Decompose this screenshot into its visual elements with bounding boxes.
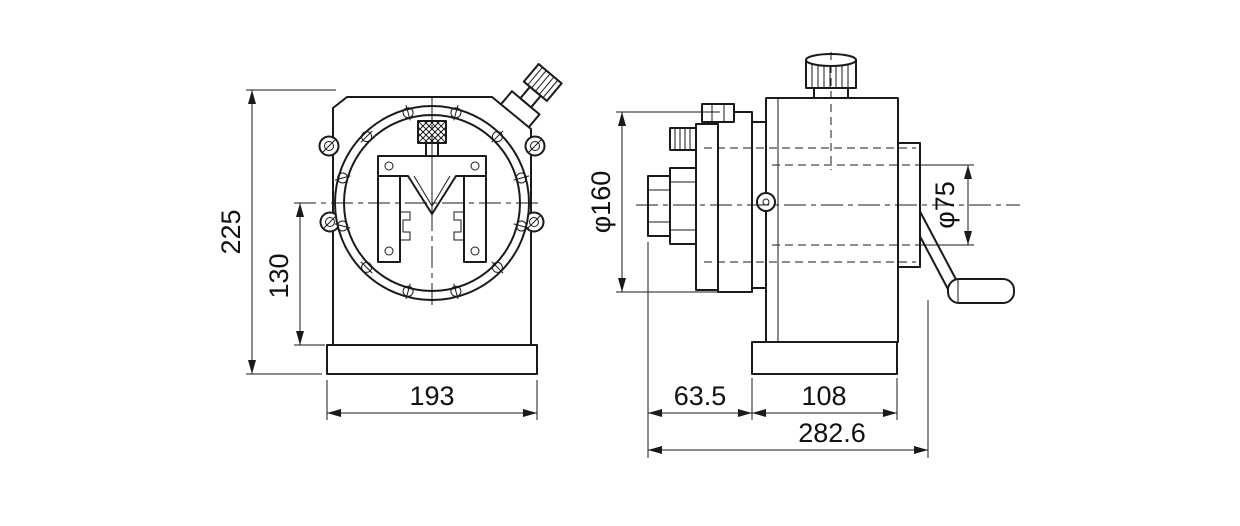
dim-faceplate-diameter: φ160 [586,111,720,293]
front-view: 225 130 193 [216,63,563,420]
screw-hole [491,130,504,143]
screw-hole [334,220,351,232]
screw-hole [360,261,373,274]
dim-label-center-height: 130 [264,253,294,298]
screw-ring [334,104,530,300]
index-dial [756,192,776,212]
dim-overall-height: 225 [216,89,336,375]
dim-label-nose-overhang: 63.5 [674,381,727,411]
side-view: φ160 φ75 63.5 108 282.6 [586,52,1020,458]
boss-knurl-hatching [527,66,559,99]
right-slot [453,211,464,241]
fixture-screw [384,246,394,256]
dim-label-base-width: 193 [409,381,454,411]
dim-label-body-length: 108 [801,381,846,411]
fixture-screw [470,246,480,256]
crank-grip [947,278,1015,304]
left-slot [400,211,411,241]
fixture-screw [470,161,480,171]
dim-base-width: 193 [326,380,538,420]
fixture-screw [384,161,394,171]
dim-label-spigot-diameter: φ75 [930,181,960,229]
dim-label-faceplate-diameter: φ160 [586,171,616,234]
screw-hole [513,220,530,232]
top-clamp-block [701,103,735,123]
right-arm [463,175,487,263]
screw-hole [491,261,504,274]
adapter-plate [695,123,719,291]
dim-spigot-diameter: φ75 [916,164,974,246]
dim-label-overall-length: 282.6 [798,418,866,448]
faceplate-disc [717,111,753,293]
screw-hole [402,283,414,300]
side-base [751,341,898,375]
dim-label-overall-height: 225 [216,209,246,254]
clamp-ear [319,211,341,233]
dim-bottom-lengths: 63.5 108 282.6 [647,242,929,458]
screw-hole [450,104,462,121]
collet-stack [647,167,697,245]
screw-hole [360,130,373,143]
front-base [326,344,538,375]
left-arm [377,175,401,263]
screw-hole [513,172,530,184]
clamp-ear [318,135,340,157]
screw-hole [402,104,414,121]
dim-center-height: 130 [264,203,325,346]
clamp-ear [524,135,546,157]
housing [765,97,899,343]
side-knurled-clamp [669,127,697,151]
knob-knurl-hatching [417,120,447,144]
screw-hole [334,172,351,184]
screw-hole [450,283,462,300]
